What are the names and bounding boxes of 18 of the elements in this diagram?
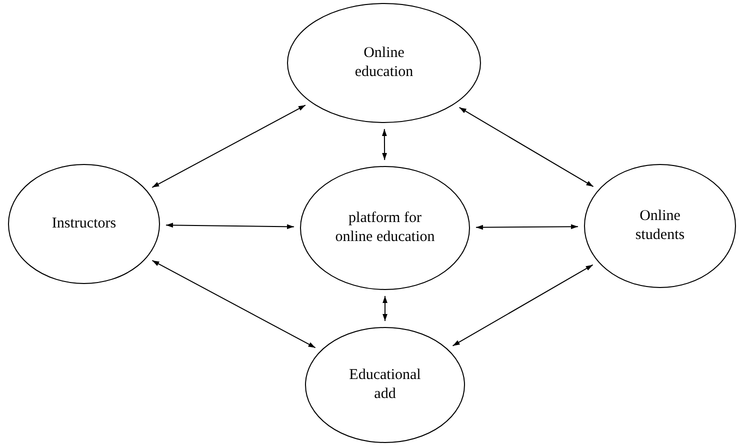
double-arrow <box>152 104 306 188</box>
ellipse-node <box>287 3 481 123</box>
double-arrow <box>152 260 316 348</box>
double-arrow <box>458 106 594 188</box>
double-arrow <box>382 296 388 322</box>
ellipse-node <box>300 166 470 290</box>
node-label: Online education <box>354 44 414 82</box>
ellipse-node <box>8 164 160 284</box>
node-label: Online students <box>634 207 686 245</box>
ellipse-node <box>305 327 465 443</box>
double-arrow <box>476 224 578 230</box>
ellipse-node <box>584 164 736 288</box>
double-arrow <box>452 264 594 346</box>
node-label: Instructors <box>50 214 118 234</box>
node-label: Educational add <box>348 366 422 404</box>
double-arrow <box>166 222 295 230</box>
double-arrow <box>382 128 387 160</box>
node-label: platform for online education <box>335 209 435 247</box>
